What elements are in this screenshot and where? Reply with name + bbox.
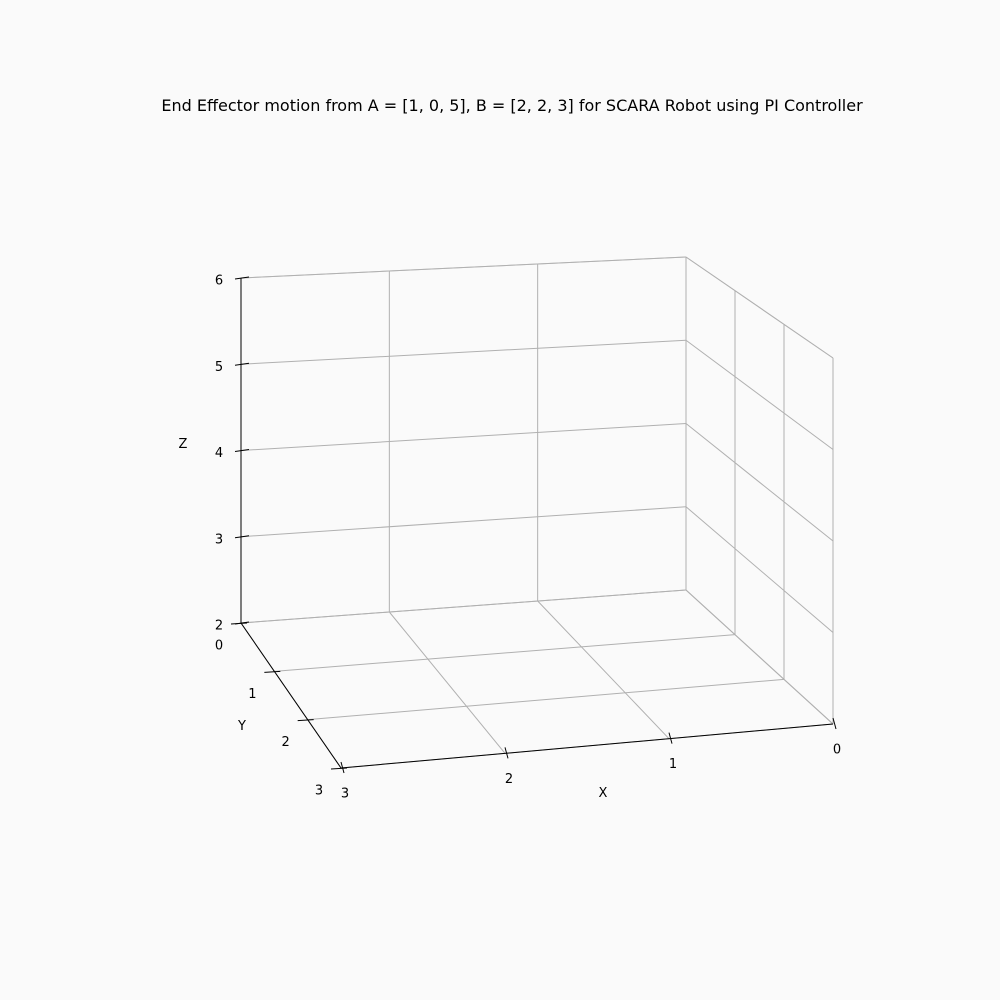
y-tick: [330, 767, 348, 770]
x-tick-label: 3: [341, 787, 349, 802]
x-tick-label: 0: [833, 743, 841, 758]
grid-floor-y: [307, 678, 785, 721]
y-tick-label: 0: [215, 639, 223, 654]
tick-labels: 0 1 2 3 0 1 2 3 2 3 4 5 6: [215, 274, 841, 802]
y-axis-line: [240, 622, 342, 769]
z-tick-label: 6: [215, 274, 223, 289]
x-tick-label: 2: [505, 772, 513, 787]
grid-back-z: [240, 423, 687, 451]
z-tick-label: 3: [215, 532, 223, 547]
y-tick: [264, 670, 281, 673]
x-tick-label: 1: [669, 757, 677, 772]
grid-lines: [240, 256, 834, 769]
z-tick: [234, 276, 250, 280]
y-tick-label: 3: [315, 784, 323, 799]
y-axis-label: Y: [237, 719, 246, 734]
x-tick: [504, 747, 509, 759]
grid-side-z: [685, 339, 834, 450]
tick-marks: [230, 276, 837, 774]
y-tick: [297, 719, 314, 722]
grid-floor-x: [537, 600, 670, 740]
grid-side-z: [685, 256, 834, 359]
z-tick-label: 5: [215, 360, 223, 375]
x-tick: [340, 761, 345, 774]
y-tick-label: 2: [282, 735, 290, 750]
x-tick: [832, 717, 837, 730]
grid-back-z: [240, 339, 687, 365]
grid-back-z: [240, 506, 687, 538]
grid-side-z: [685, 506, 834, 633]
grid-back-z: [240, 589, 687, 624]
x-axis-label: X: [599, 786, 608, 801]
z-tick-label: 2: [215, 619, 223, 634]
y-tick-label: 1: [248, 687, 256, 702]
z-axis-label: Z: [179, 437, 188, 452]
x-axis-line: [340, 723, 834, 769]
z-tick-label: 4: [215, 446, 223, 461]
z-tick: [234, 362, 250, 366]
z-tick: [234, 621, 250, 625]
axis-panes: [240, 256, 834, 590]
z-tick: [234, 449, 250, 452]
z-tick: [234, 535, 250, 539]
grid-side-z: [685, 423, 834, 542]
axis-lines: [240, 278, 834, 769]
grid-floor-x: [388, 611, 506, 754]
x-tick: [668, 732, 673, 744]
grid-side-z: [685, 589, 834, 725]
grid-floor-y: [274, 634, 736, 672]
grid-back-z: [240, 256, 687, 279]
chart-title: End Effector motion from A = [1, 0, 5], …: [161, 96, 863, 115]
